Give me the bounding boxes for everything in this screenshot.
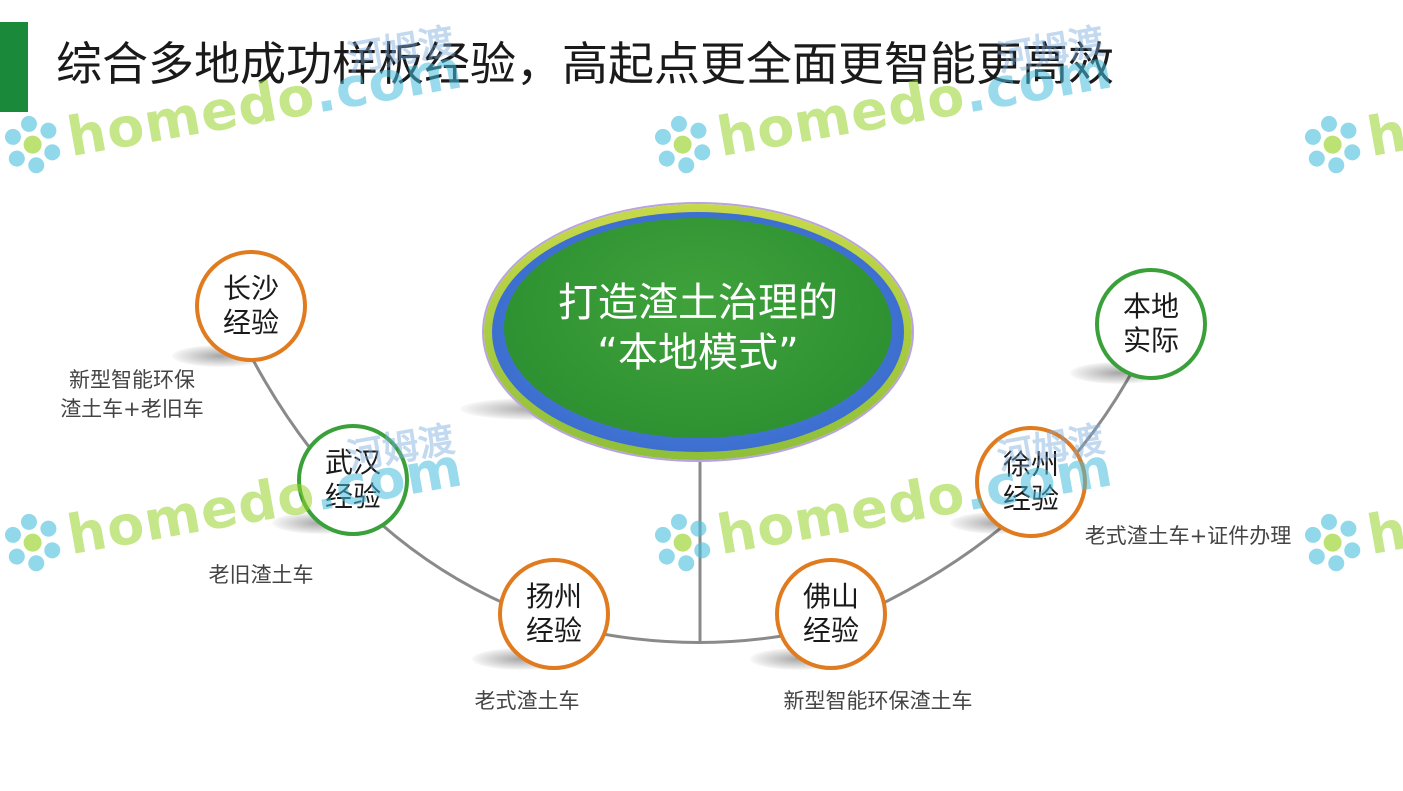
slide-title: 综合多地成功样板经验，高起点更全面更智能更高效 <box>56 37 1114 91</box>
node-label: 长沙 经验 <box>222 272 279 339</box>
node-label: 扬州 经验 <box>525 580 582 647</box>
title-accent-bar <box>0 22 28 112</box>
hub-text: 打造渣土治理的 “本地模式” <box>558 280 838 376</box>
node-label: 武汉 经验 <box>324 446 381 513</box>
hub-ellipse: 打造渣土治理的 “本地模式” <box>484 204 912 460</box>
hub-core: 打造渣土治理的 “本地模式” <box>504 218 892 438</box>
node-label: 徐州 经验 <box>1002 448 1059 515</box>
node-changsha: 长沙 经验 <box>195 250 307 362</box>
node-local: 本地 实际 <box>1095 268 1207 380</box>
caption-wuhan: 老旧渣土车 <box>208 563 314 587</box>
node-foshan: 佛山 经验 <box>775 558 887 670</box>
caption-xuzhou: 老式渣土车+证件办理 <box>1084 524 1292 548</box>
caption-foshan: 新型智能环保渣土车 <box>783 689 973 713</box>
node-xuzhou: 徐州 经验 <box>975 426 1087 538</box>
caption-changsha: 新型智能环保 渣土车+老旧车 <box>60 368 204 421</box>
caption-yangzhou: 老式渣土车 <box>474 689 580 713</box>
node-yangzhou: 扬州 经验 <box>498 558 610 670</box>
node-wuhan: 武汉 经验 <box>297 424 409 536</box>
node-label: 本地 实际 <box>1122 290 1179 357</box>
node-label: 佛山 经验 <box>802 580 859 647</box>
